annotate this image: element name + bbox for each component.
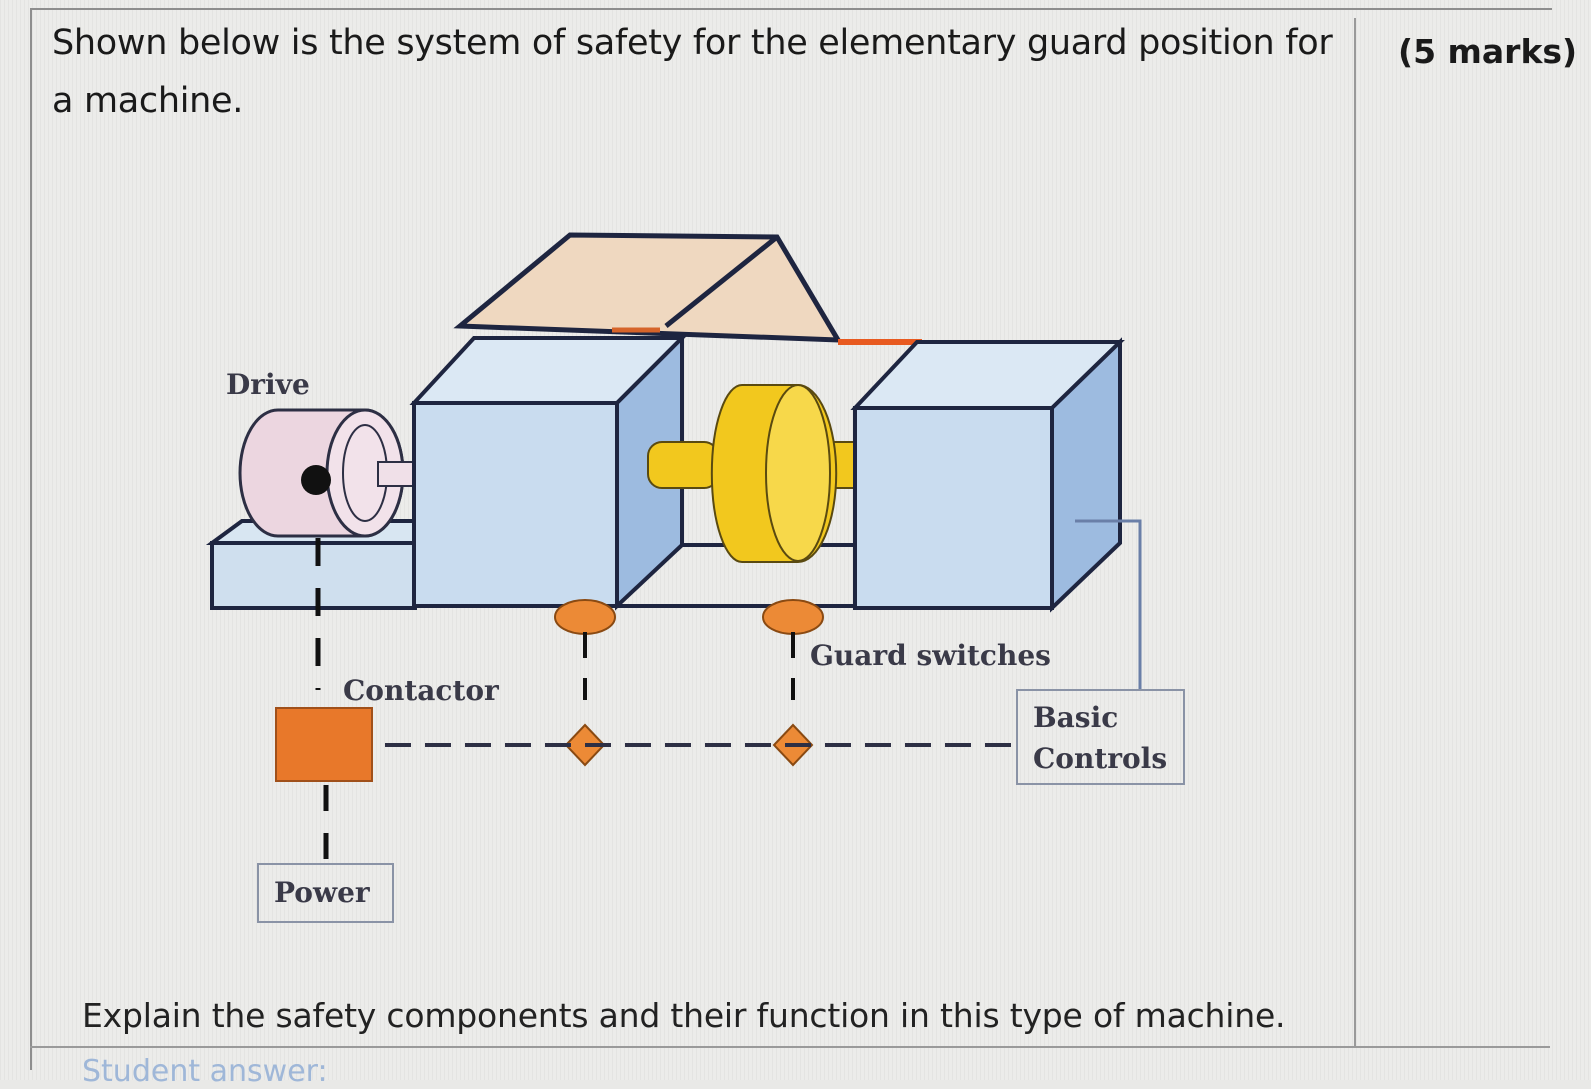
student-answer-label: Student answer: bbox=[82, 1054, 328, 1089]
marks-label: (5 marks) bbox=[1398, 32, 1578, 71]
contactor-label: Contactor bbox=[343, 674, 500, 707]
guard-switch-right bbox=[762, 599, 824, 700]
question-table-frame bbox=[30, 8, 1552, 1070]
left-machine-block bbox=[409, 333, 687, 611]
drive-motor bbox=[238, 408, 415, 538]
marks-column-divider bbox=[1354, 18, 1356, 1048]
contactor-box bbox=[275, 707, 373, 782]
question-row-divider bbox=[30, 1046, 1550, 1048]
basic-controls-box bbox=[1016, 689, 1185, 785]
guard-switch-left bbox=[554, 599, 616, 700]
basic-label: Basic bbox=[1033, 701, 1118, 734]
right-machine-block bbox=[850, 337, 1125, 613]
question-text: Shown below is the system of safety for … bbox=[52, 23, 1333, 121]
power-box bbox=[257, 863, 394, 923]
instruction-text: Explain the safety components and their … bbox=[82, 996, 1286, 1035]
controls-label: Controls bbox=[1033, 742, 1167, 775]
power-label: Power bbox=[274, 876, 371, 909]
drive-label: Drive bbox=[226, 368, 310, 401]
control-wire bbox=[1075, 519, 1142, 690]
guard-switches-label: Guard switches bbox=[810, 639, 1051, 672]
guard-cover bbox=[453, 232, 922, 345]
rotor-coupling bbox=[647, 384, 865, 563]
